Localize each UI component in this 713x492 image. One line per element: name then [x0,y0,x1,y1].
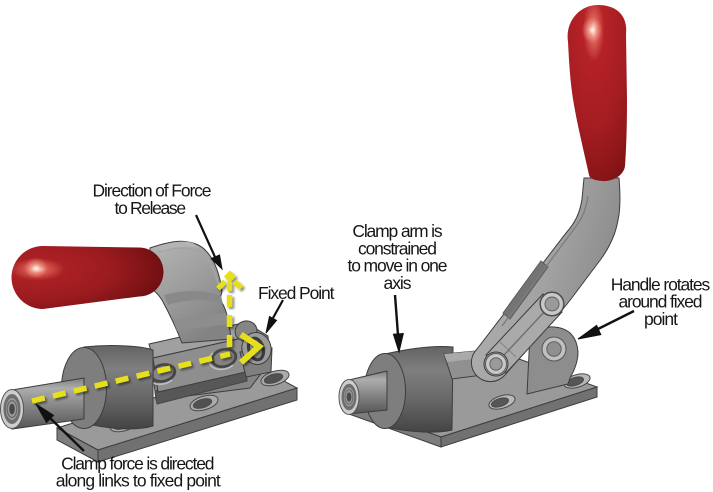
svg-text:Handle rotates: Handle rotates [611,274,711,294]
svg-text:around fixed: around fixed [619,292,703,312]
svg-text:Clamp arm is: Clamp arm is [352,221,443,241]
svg-text:point: point [644,309,678,329]
svg-text:Clamp force is directed: Clamp force is directed [61,453,214,473]
svg-text:Fixed Point: Fixed Point [258,283,335,303]
svg-text:Direction of Force: Direction of Force [93,181,212,201]
svg-text:axis: axis [384,273,412,293]
svg-text:constrained: constrained [358,238,437,258]
svg-text:along links to fixed point: along links to fixed point [56,471,221,491]
svg-text:to Release: to Release [115,198,187,218]
svg-text:to move in one: to move in one [348,256,448,276]
